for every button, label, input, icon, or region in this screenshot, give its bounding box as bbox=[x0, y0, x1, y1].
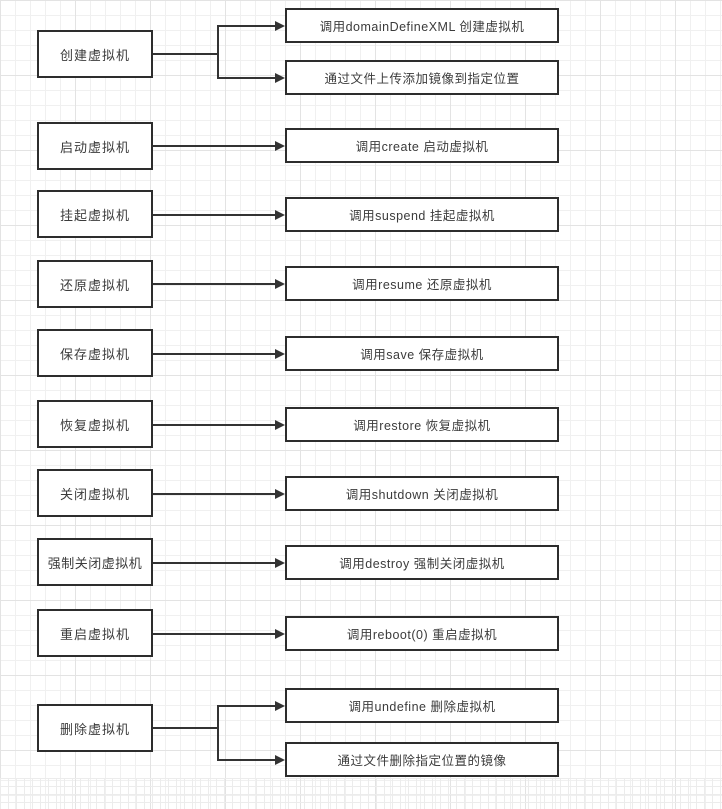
source-box: 恢复虚拟机 bbox=[37, 400, 153, 448]
connector-line bbox=[153, 352, 276, 355]
target-box: 调用reboot(0) 重启虚拟机 bbox=[285, 616, 559, 651]
target-box: 调用save 保存虚拟机 bbox=[285, 336, 559, 371]
connector-line bbox=[153, 561, 276, 564]
connector-line bbox=[153, 213, 276, 216]
arrowhead-icon bbox=[275, 628, 285, 639]
target-box: 通过文件上传添加镜像到指定位置 bbox=[285, 60, 559, 95]
connector-line bbox=[153, 492, 276, 495]
source-box: 创建虚拟机 bbox=[37, 30, 153, 78]
arrowhead-icon bbox=[275, 140, 285, 151]
fine-grid-strip bbox=[0, 778, 722, 809]
connector-line bbox=[153, 53, 219, 55]
connector-line bbox=[217, 76, 276, 79]
target-box: 调用domainDefineXML 创建虚拟机 bbox=[285, 8, 559, 43]
arrowhead-icon bbox=[275, 278, 285, 289]
source-box: 删除虚拟机 bbox=[37, 704, 153, 752]
target-box: 调用create 启动虚拟机 bbox=[285, 128, 559, 163]
connector-line bbox=[153, 144, 276, 147]
source-box: 关闭虚拟机 bbox=[37, 469, 153, 517]
arrowhead-icon bbox=[275, 754, 285, 765]
source-box: 强制关闭虚拟机 bbox=[37, 538, 153, 586]
source-box: 挂起虚拟机 bbox=[37, 190, 153, 238]
source-box: 启动虚拟机 bbox=[37, 122, 153, 170]
arrowhead-icon bbox=[275, 72, 285, 83]
connector-line bbox=[217, 704, 276, 707]
source-box: 重启虚拟机 bbox=[37, 609, 153, 657]
arrowhead-icon bbox=[275, 557, 285, 568]
connector-line bbox=[153, 632, 276, 635]
arrowhead-icon bbox=[275, 700, 285, 711]
target-box: 调用undefine 删除虚拟机 bbox=[285, 688, 559, 723]
arrowhead-icon bbox=[275, 419, 285, 430]
target-box: 调用restore 恢复虚拟机 bbox=[285, 407, 559, 442]
target-box: 调用suspend 挂起虚拟机 bbox=[285, 197, 559, 232]
target-box: 通过文件删除指定位置的镜像 bbox=[285, 742, 559, 777]
source-box: 还原虚拟机 bbox=[37, 260, 153, 308]
connector-line bbox=[217, 24, 276, 27]
arrowhead-icon bbox=[275, 348, 285, 359]
source-box: 保存虚拟机 bbox=[37, 329, 153, 377]
connector-line bbox=[217, 758, 276, 761]
connector-line bbox=[153, 727, 219, 729]
arrowhead-icon bbox=[275, 209, 285, 220]
target-box: 调用shutdown 关闭虚拟机 bbox=[285, 476, 559, 511]
branch-vline bbox=[217, 704, 219, 761]
branch-vline bbox=[217, 24, 219, 79]
target-box: 调用resume 还原虚拟机 bbox=[285, 266, 559, 301]
arrowhead-icon bbox=[275, 20, 285, 31]
target-box: 调用destroy 强制关闭虚拟机 bbox=[285, 545, 559, 580]
connector-line bbox=[153, 282, 276, 285]
connector-line bbox=[153, 423, 276, 426]
arrowhead-icon bbox=[275, 488, 285, 499]
